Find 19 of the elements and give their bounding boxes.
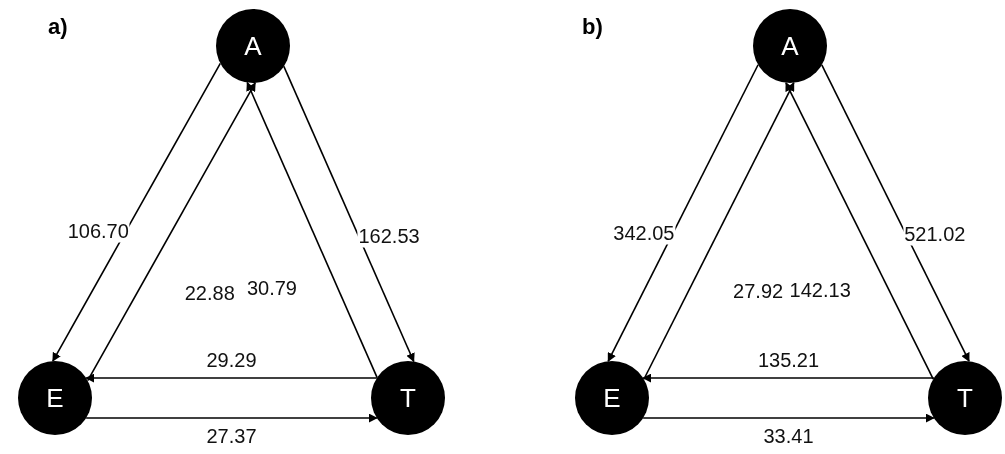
arrow xyxy=(642,373,935,383)
panel-label: b) xyxy=(582,14,603,40)
arrow xyxy=(85,413,378,423)
node-label: A xyxy=(244,30,262,62)
arrow xyxy=(246,81,378,379)
arrow xyxy=(52,62,222,362)
edge-label: 106.70 xyxy=(66,219,130,243)
node-label: E xyxy=(46,382,64,414)
arrow xyxy=(785,81,935,380)
arrow xyxy=(820,64,970,363)
arrow xyxy=(607,63,759,362)
node-label: T xyxy=(957,382,973,414)
arrow xyxy=(85,373,378,383)
panel-label: a) xyxy=(48,14,68,40)
arrow xyxy=(642,413,935,423)
node-label: T xyxy=(400,382,416,414)
node-label: A xyxy=(781,30,799,62)
node-label: E xyxy=(603,382,621,414)
arrow xyxy=(283,65,415,363)
